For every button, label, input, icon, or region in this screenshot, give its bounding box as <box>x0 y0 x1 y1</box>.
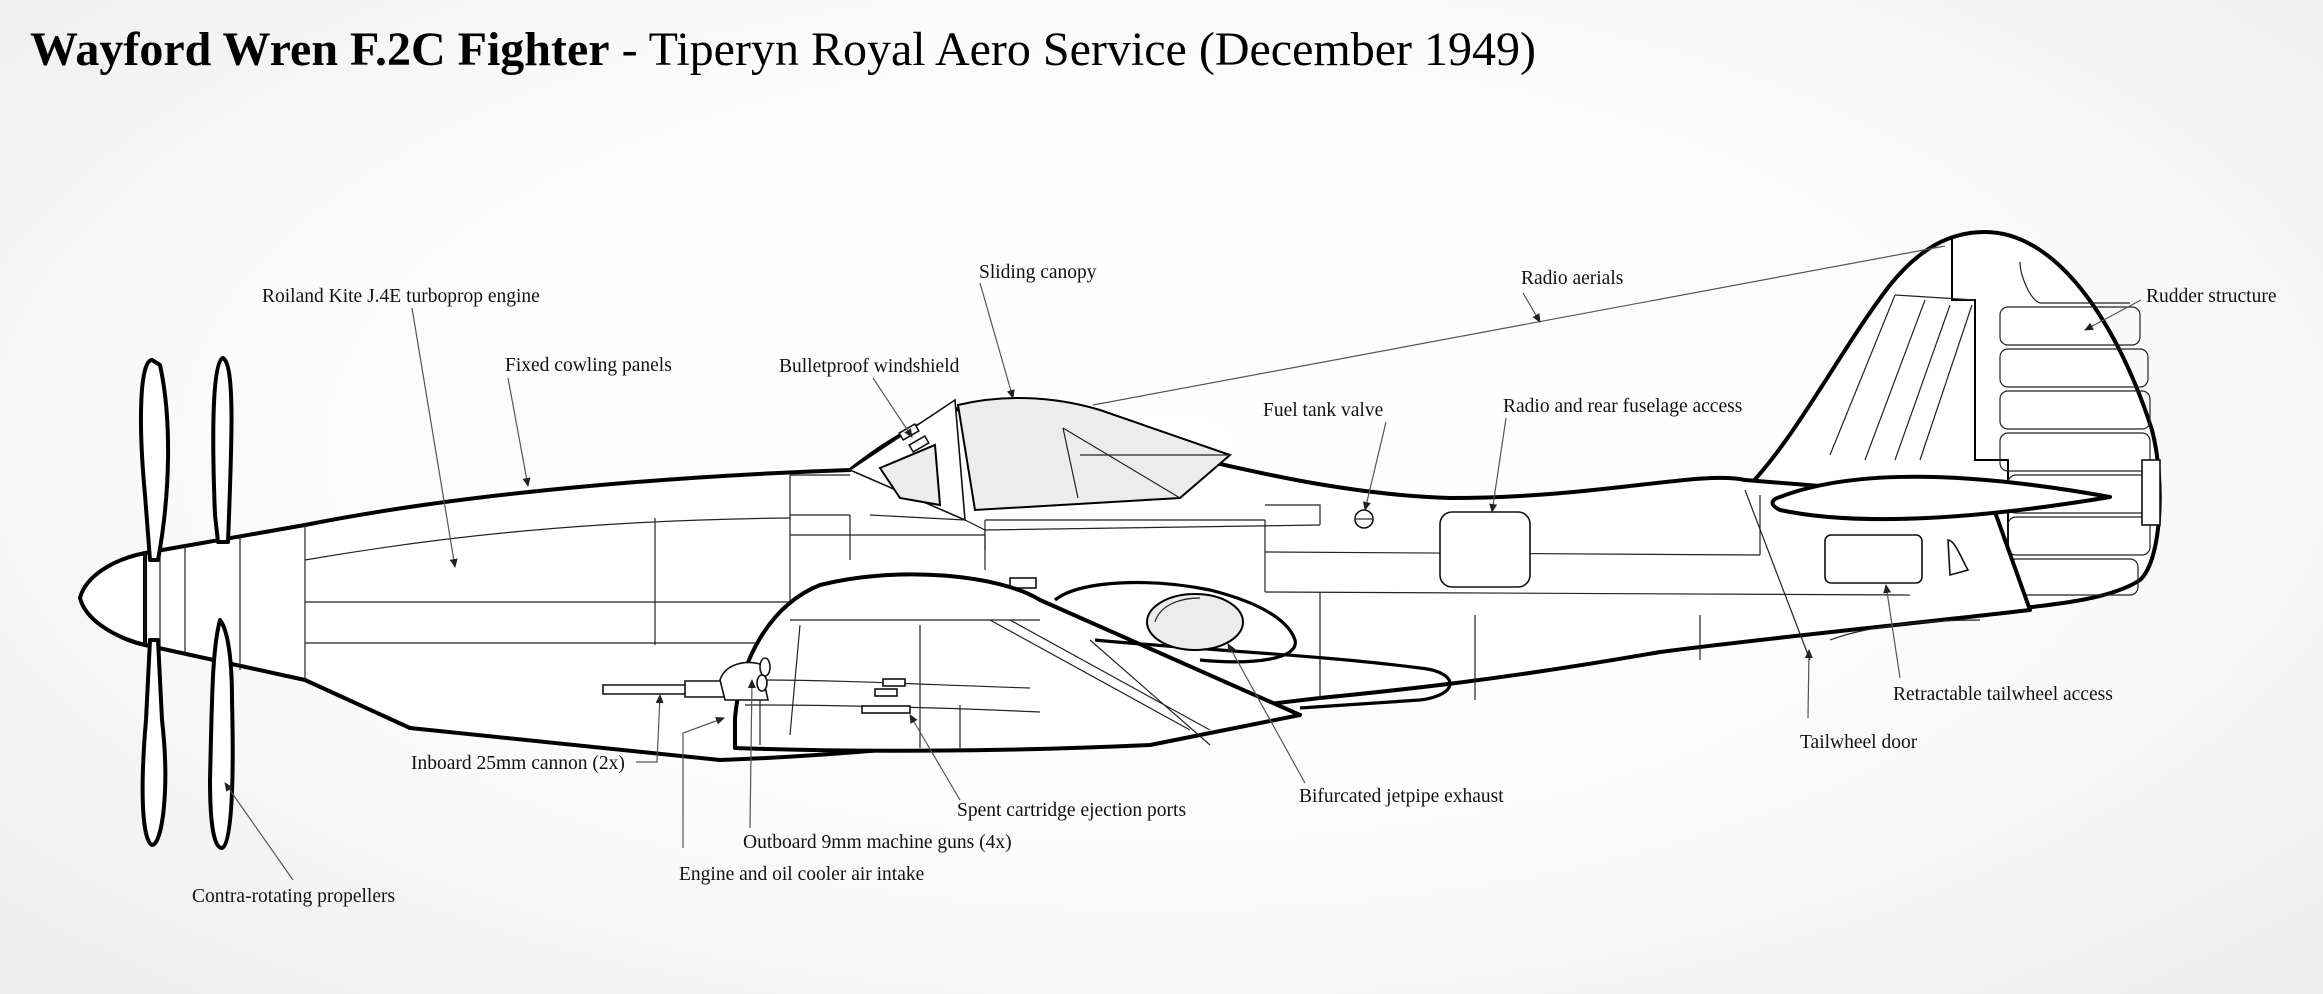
page-title: Wayford Wren F.2C Fighter - Tiperyn Roya… <box>30 18 1536 82</box>
callout-tailwheel-door: Tailwheel door <box>1800 732 1918 753</box>
tail-light <box>2141 459 2161 526</box>
canopy <box>956 397 1232 512</box>
callout-fuel-valve: Fuel tank valve <box>1263 400 1383 421</box>
callout-labels: Roiland Kite J.4E turboprop engine Fixed… <box>192 262 2277 907</box>
rudder-ribs <box>1999 261 2151 596</box>
callout-jetpipe: Bifurcated jetpipe exhaust <box>1299 786 1504 807</box>
callout-canopy: Sliding canopy <box>979 262 1097 283</box>
callout-windshield: Bulletproof windshield <box>779 356 960 377</box>
windshield-fixture <box>908 434 930 454</box>
cannon-fairing <box>719 661 769 701</box>
callout-radio-access: Radio and rear fuselage access <box>1503 396 1742 417</box>
gun-port <box>759 657 771 677</box>
callout-ejection-ports: Spent cartridge ejection ports <box>957 800 1186 821</box>
title-aircraft: Wayford Wren F.2C Fighter <box>30 23 610 76</box>
ejection-port <box>882 678 906 687</box>
radio-access-hatch <box>1439 511 1531 588</box>
windshield-glass <box>878 443 942 507</box>
cannon-barrel <box>602 684 691 695</box>
jetpipe-exhaust <box>1146 593 1244 651</box>
callout-air-intake: Engine and oil cooler air intake <box>679 864 924 885</box>
callout-aerials: Radio aerials <box>1521 268 1623 289</box>
tail-vent <box>1947 539 1970 577</box>
fuselage-vent <box>1009 577 1037 589</box>
propeller-blade <box>138 358 171 562</box>
fin-structure-lines <box>1829 294 1976 461</box>
callout-machine-guns: Outboard 9mm machine guns (4x) <box>743 832 1012 853</box>
canopy-frame <box>849 427 1321 560</box>
callout-tailwheel-access: Retractable tailwheel access <box>1893 684 2113 705</box>
callout-cannon: Inboard 25mm cannon (2x) <box>411 753 625 774</box>
ejection-port <box>874 688 898 697</box>
propeller-blade <box>140 638 168 847</box>
cowling-panel-lines <box>144 474 850 680</box>
callout-engine: Roiland Kite J.4E turboprop engine <box>262 286 540 307</box>
callout-cowling: Fixed cowling panels <box>505 355 672 376</box>
callout-leaders <box>224 245 2142 881</box>
propeller-spinner <box>78 551 147 647</box>
aircraft-drawing <box>78 230 2162 850</box>
jetpipe-fairing <box>1054 580 1297 664</box>
horizontal-stabilizer <box>1770 474 2112 522</box>
title-subtitle: - Tiperyn Royal Aero Service (December 1… <box>609 23 1536 76</box>
ejection-port <box>861 705 911 714</box>
callout-rudder: Rudder structure <box>2146 286 2277 307</box>
propeller-blade <box>208 618 235 850</box>
propeller-blade <box>211 356 234 544</box>
tailwheel-access-panel <box>1824 534 1923 584</box>
callout-propellers: Contra-rotating propellers <box>192 886 395 907</box>
gun-port <box>756 674 768 692</box>
